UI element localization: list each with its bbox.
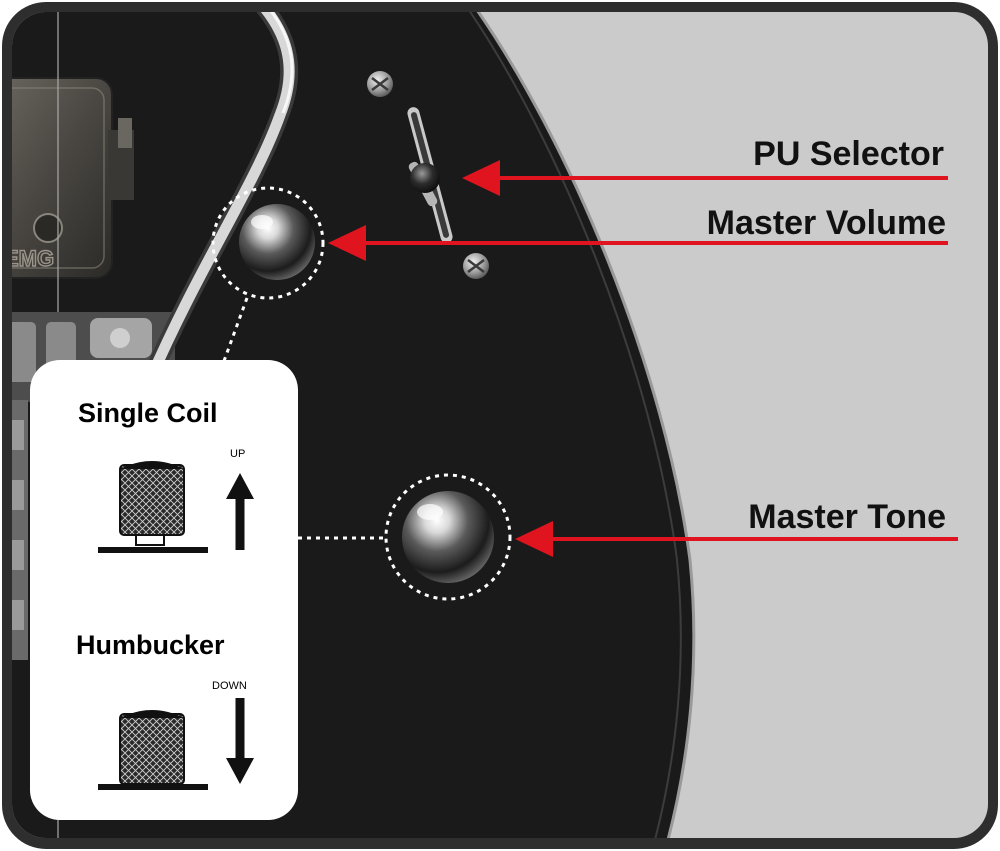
master-tone-label: Master Tone [748,498,946,536]
selector-tip [410,163,440,193]
knob-down-illustration [98,698,254,790]
arrow-up-icon [226,473,254,499]
knurled-knob-icon [119,464,185,536]
master-volume-label: Master Volume [707,204,946,242]
knob-up-illustration [98,461,254,553]
knurled-knob-icon [119,713,185,785]
pu-selector-arrow [462,160,948,196]
pickup-brand-logo: EMG [4,246,54,271]
emg-pickup: EMG [4,77,134,279]
pu-selector-label: PU Selector [753,135,944,173]
single-coil-title: Single Coil [78,398,218,428]
up-label: UP [230,448,246,460]
master-volume-knob [211,186,325,300]
pickguard-bevel [468,12,696,838]
volume-connector [218,297,249,373]
master-volume-arrow [328,225,948,261]
master-tone-arrow [515,521,958,557]
humbucker-title: Humbucker [76,630,225,660]
tone-highlight-circle [384,473,512,601]
arrow-down-icon [226,758,254,784]
down-label: DOWN [212,680,247,692]
master-tone-knob [384,473,512,601]
pu-selector-switch [367,71,489,279]
coil-tap-callout: Single Coil UP Humbucker DOWN [30,360,298,820]
tremolo-arm [144,12,295,386]
volume-highlight-circle [211,186,325,300]
